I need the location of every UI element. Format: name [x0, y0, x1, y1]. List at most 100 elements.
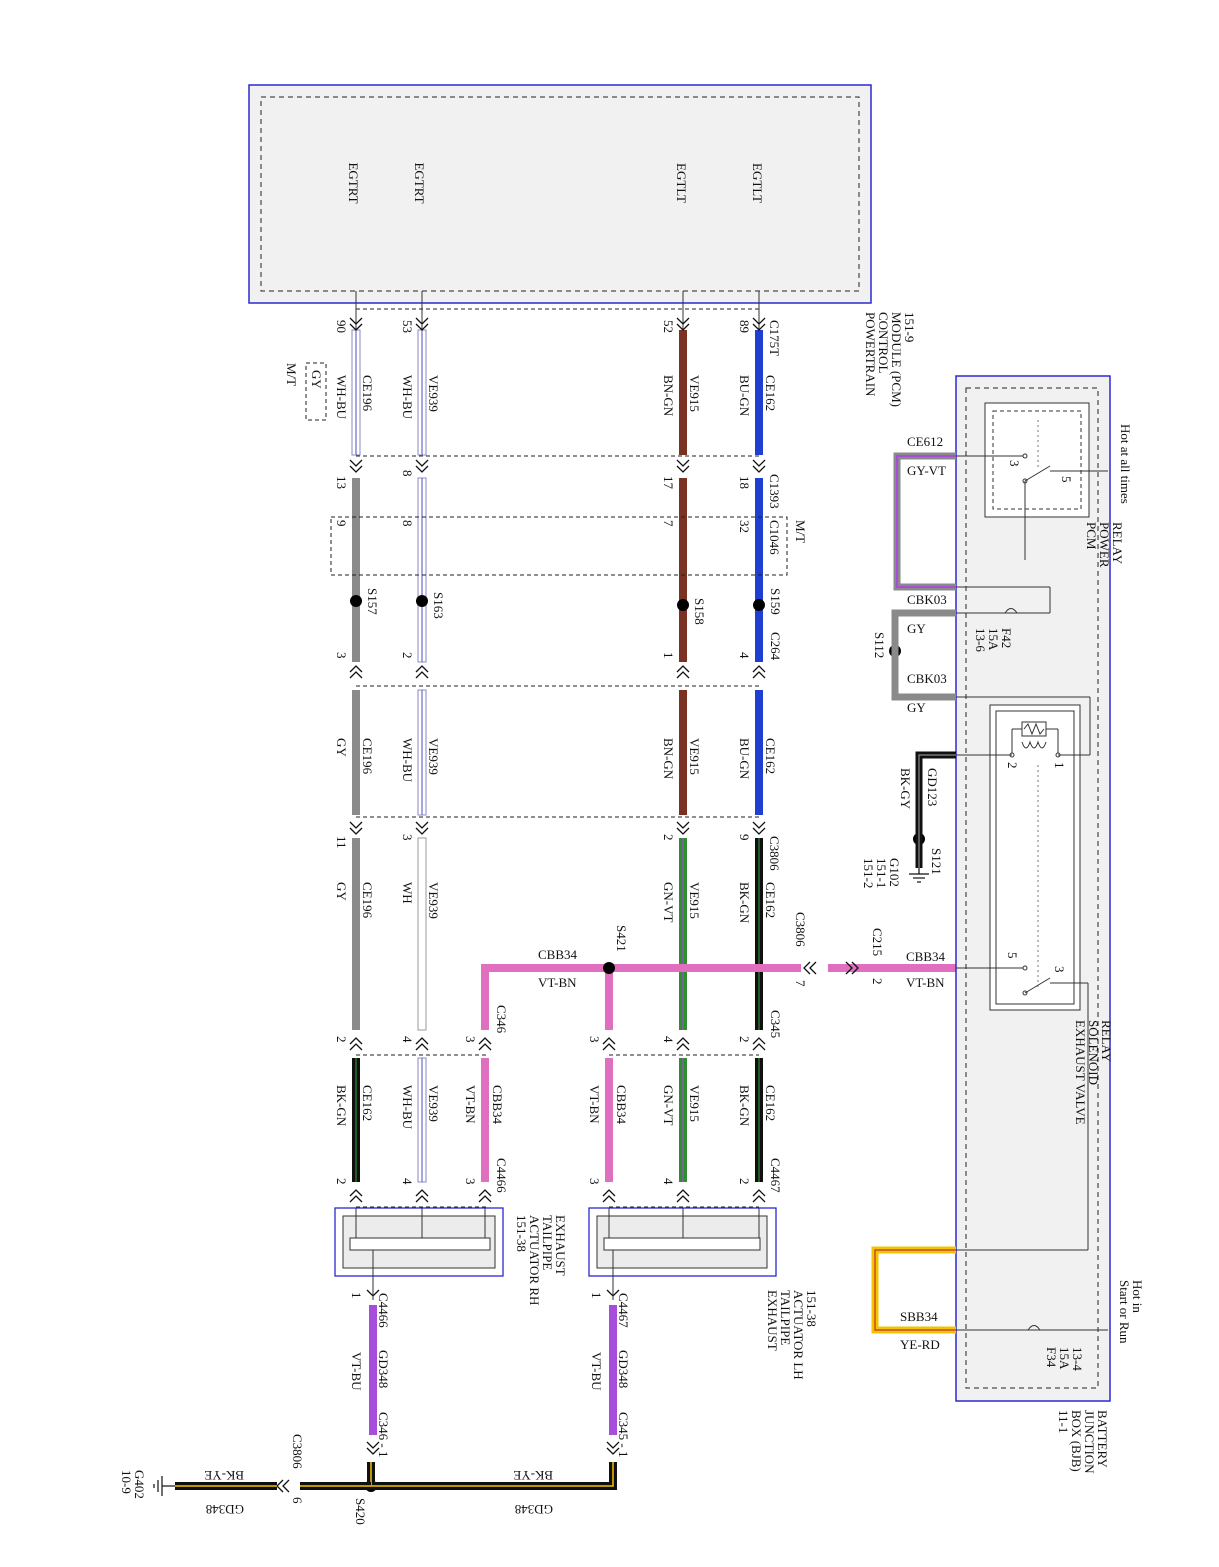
diagram-label: VT-BU: [349, 1352, 364, 1391]
diagram-label: 2: [334, 1036, 349, 1043]
conn-c175t: C175T: [767, 320, 782, 356]
diagram-label: GY-VT: [907, 463, 946, 478]
diagram-label: GD348: [376, 1350, 391, 1388]
diagram-label: 17: [661, 476, 676, 490]
diagram-label: VT-BN: [906, 975, 945, 990]
diagram-label: GD348: [515, 1502, 553, 1517]
bjb-box: BATTERY JUNCTION BOX (BJB) 11-1 Hot at a…: [955, 375, 1145, 1474]
diagram-label: S420: [353, 1498, 368, 1525]
diagram-label: GD348: [616, 1350, 631, 1388]
diagram-label: BK-GY: [898, 768, 913, 810]
diagram-label: 7: [793, 980, 808, 987]
diagram-label: BK-YE: [513, 1468, 553, 1483]
diagram-label: GN-VT: [661, 882, 676, 922]
diagram-label: TAILPIPE: [540, 1215, 555, 1270]
diagram-label: CE162: [763, 882, 778, 918]
actuator-rh: EXHAUST TAILPIPE ACTUATOR RH 151-38: [334, 1207, 568, 1305]
diagram-label: GY: [907, 621, 926, 636]
splice-s163: [416, 595, 428, 607]
diagram-label: C215: [870, 928, 885, 956]
diagram-label: CBB34: [906, 949, 946, 964]
diagram-label: CE162: [763, 738, 778, 774]
diagram-label: WH-BU: [400, 738, 415, 783]
diagram-label: 151-2: [861, 858, 876, 888]
diagram-label: G402: [132, 1470, 147, 1499]
diagram-label: VT-BN: [587, 1085, 602, 1124]
diagram-label: 4: [400, 1036, 415, 1043]
diagram-label: 15A: [986, 628, 1001, 651]
diagram-label: Hot at all times: [1118, 424, 1133, 504]
wire-gy-4: [352, 838, 360, 1030]
diagram-label: S159: [768, 588, 783, 615]
diagram-label: 3: [1007, 460, 1022, 467]
diagram-label: S421: [614, 925, 629, 952]
diagram-label: C4467: [768, 1158, 783, 1193]
diagram-label: POWER: [1097, 522, 1112, 568]
diagram-label: 2: [661, 834, 676, 841]
diagram-label: VE915: [687, 882, 702, 919]
diagram-label: VE939: [426, 738, 441, 775]
diagram-label: 15A: [1057, 1347, 1072, 1370]
pin-89: 89: [737, 320, 752, 333]
wire-wh-4: [417, 837, 427, 1031]
diagram-label: F42: [999, 628, 1014, 648]
diagram-label: C345: [768, 1010, 783, 1038]
diagram-label: GY: [309, 370, 324, 389]
pin-90: 90: [334, 320, 349, 333]
diagram-label: 4: [737, 652, 752, 659]
diagram-label: 2: [737, 1036, 752, 1043]
wire-bu-gn-3: [755, 690, 763, 815]
splice-s158: [677, 599, 689, 611]
diagram-label: C3806: [793, 912, 808, 947]
diagram-label: 11-1: [1056, 1410, 1071, 1433]
diagram-label: BN-GN: [661, 738, 676, 780]
diagram-label: PCM: [1084, 522, 1099, 550]
diagram-label: 4: [661, 1036, 676, 1043]
diagram-label: CBB34: [490, 1085, 505, 1125]
diagram-label: C1046: [767, 520, 782, 555]
pcm-title: POWERTRAIN CONTROL MODULE (PCM) 151-9: [863, 312, 917, 407]
diagram-label: GD123: [925, 768, 940, 806]
diagram-label: GY: [907, 700, 926, 715]
diagram-label: EXHAUST VALVE: [1073, 1020, 1088, 1125]
splice-s421: [603, 962, 615, 974]
ground-symbol-g402: [153, 1476, 175, 1496]
diagram-label: ACTUATOR LH: [791, 1290, 806, 1380]
diagram-label: EXHAUST: [765, 1290, 780, 1351]
diagram-label: 3: [1052, 966, 1067, 973]
diagram-label: 2: [737, 1178, 752, 1185]
diagram-label: WH-BU: [400, 375, 415, 420]
diagram-label: BU-GN: [737, 375, 752, 417]
pcm-module: EGTRT EGTRT EGTLT EGTLT POWERTRAIN CONTR…: [248, 84, 917, 407]
diagram-label: Start or Run: [1117, 1280, 1132, 1344]
wire-bn-gn-3: [679, 690, 687, 815]
diagram-label: 10-9: [119, 1470, 134, 1494]
diagram-label: WH-BU: [400, 1085, 415, 1130]
diagram-label: BOX (BJB): [1069, 1410, 1084, 1472]
diagram-label: VT-BN: [538, 975, 577, 990]
diagram-label: S163: [431, 592, 446, 619]
diagram-label: C4466: [494, 1158, 509, 1193]
diagram-label: 2: [870, 978, 885, 985]
diagram-label: S158: [692, 598, 707, 625]
diagram-label: 13-6: [973, 628, 988, 652]
diagram-label: 151-9: [902, 312, 917, 342]
wire-vt-bn-5a: [481, 1058, 489, 1182]
diagram-label: 8: [400, 520, 415, 527]
diagram-label: G102: [887, 858, 902, 887]
exhaust-valve-solenoid-relay: [989, 704, 1081, 1011]
pin-53: 53: [400, 320, 415, 333]
diagram-label: CE196: [360, 882, 375, 919]
diagram-label: SBB34: [900, 1309, 938, 1324]
diagram-label: VE915: [687, 738, 702, 775]
diagram-label: VE939: [426, 375, 441, 412]
diagram-label: EXHAUST: [553, 1215, 568, 1276]
splice-s157: [350, 595, 362, 607]
diagram-label: 4: [400, 1178, 415, 1185]
diagram-label: C3806: [290, 1434, 305, 1469]
diagram-label: C346 - 1: [376, 1412, 391, 1458]
diagram-label: BK-GN: [737, 1085, 752, 1127]
diagram-label: WH-BU: [334, 375, 349, 420]
pcm-pin-label-4: EGTLT: [750, 163, 765, 203]
diagram-label: CE612: [907, 434, 943, 449]
